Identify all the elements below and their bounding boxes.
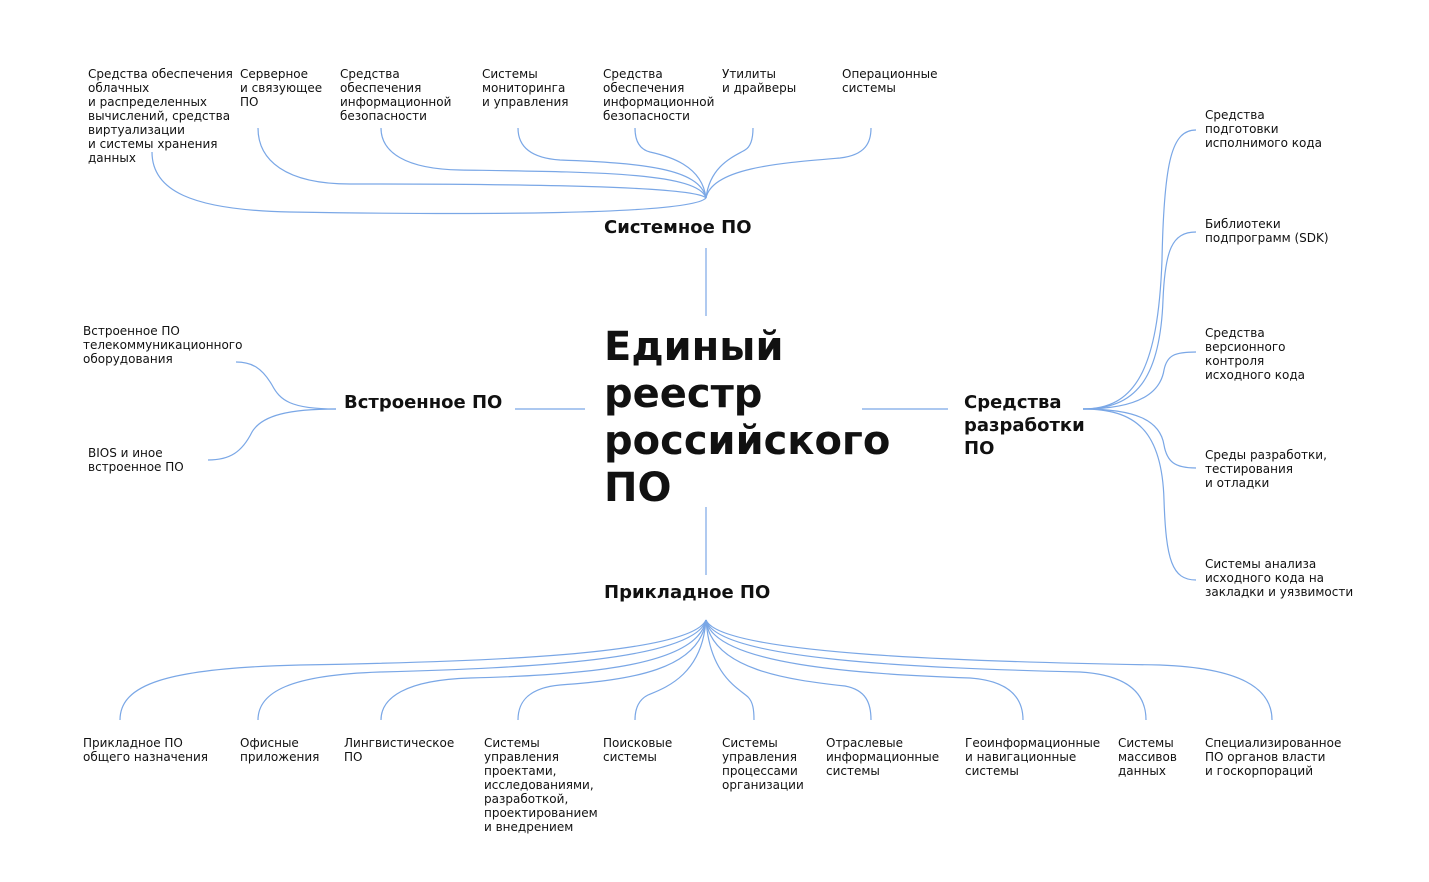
system-item: Средства обеспечения информационной безо…	[603, 67, 715, 123]
dev-item: Средства подготовки исполнимого кода	[1205, 108, 1322, 150]
system-item: Серверное и связующее ПО	[240, 67, 323, 109]
system-item: Утилиты и драйверы	[722, 67, 797, 95]
system-item: Средства обеспечения информационной безо…	[340, 67, 452, 123]
system-item: Системы мониторинга и управления	[482, 67, 569, 109]
dev-item: Среды разработки, тестирования и отладки	[1205, 448, 1327, 490]
system-item: Средства обеспечения облачных и распреде…	[88, 67, 233, 165]
embedded-item: BIOS и иное встроенное ПО	[88, 446, 184, 474]
connector-embedded-2	[207, 408, 337, 461]
applied-item: Системы управления процессами организаци…	[722, 736, 804, 792]
applied-item: Системы массивов данных	[1118, 736, 1177, 778]
connector-applied-8	[705, 619, 1024, 721]
connector-applied-9	[705, 619, 1147, 721]
connector-applied-4	[517, 619, 707, 721]
branch-system-label: Системное ПО	[604, 217, 752, 238]
applied-item: Офисные приложения	[240, 736, 320, 764]
applied-item: Отраслевые информационные системы	[826, 736, 940, 778]
connector-system-5	[634, 127, 707, 199]
applied-item: Специализированное ПО органов власти и г…	[1205, 736, 1342, 778]
connector-applied-6	[705, 619, 755, 721]
connector-system-3	[380, 127, 707, 199]
connector-applied-7	[705, 619, 872, 721]
connector-system-6	[705, 127, 754, 199]
dev-item: Средства версионного контроля исходного …	[1205, 326, 1306, 382]
connector-system-7	[705, 127, 872, 199]
connector-applied-3	[380, 619, 707, 721]
connector-applied-2	[257, 619, 707, 721]
connector-applied-10	[705, 619, 1273, 721]
connector-applied-1	[119, 619, 707, 721]
system-item: Операционные системы	[842, 67, 938, 95]
connector-applied-5	[634, 619, 707, 721]
embedded-item: Встроенное ПО телекоммуникационного обор…	[83, 324, 243, 366]
dev-item: Библиотеки подпрограмм (SDK)	[1205, 217, 1329, 245]
applied-item: Лингвистическое ПО	[344, 736, 455, 764]
branch-applied-label: Прикладное ПО	[604, 582, 771, 603]
connector-dev-3	[1082, 351, 1197, 410]
connector-dev-5	[1082, 408, 1197, 581]
connector-embedded-1	[235, 361, 337, 410]
applied-item: Поисковые системы	[603, 736, 673, 764]
dev-item: Системы анализа исходного кода на заклад…	[1205, 557, 1354, 599]
applied-item: Геоинформационные и навигационные систем…	[965, 736, 1101, 778]
branch-embedded-label: Встроенное ПО	[344, 392, 503, 413]
connector-dev-4	[1082, 408, 1197, 469]
connector-dev-1	[1082, 129, 1197, 410]
connector-system-1	[151, 151, 707, 215]
connector-dev-2	[1082, 231, 1197, 410]
registry-title: Единый реестр российского ПО	[604, 324, 891, 511]
applied-item: Системы управления проектами, исследован…	[484, 736, 598, 834]
connector-system-2	[257, 127, 707, 199]
branch-dev-label: Средства разработки ПО	[964, 392, 1085, 459]
applied-item: Прикладное ПО общего назначения	[83, 736, 209, 764]
connector-system-4	[517, 127, 707, 199]
